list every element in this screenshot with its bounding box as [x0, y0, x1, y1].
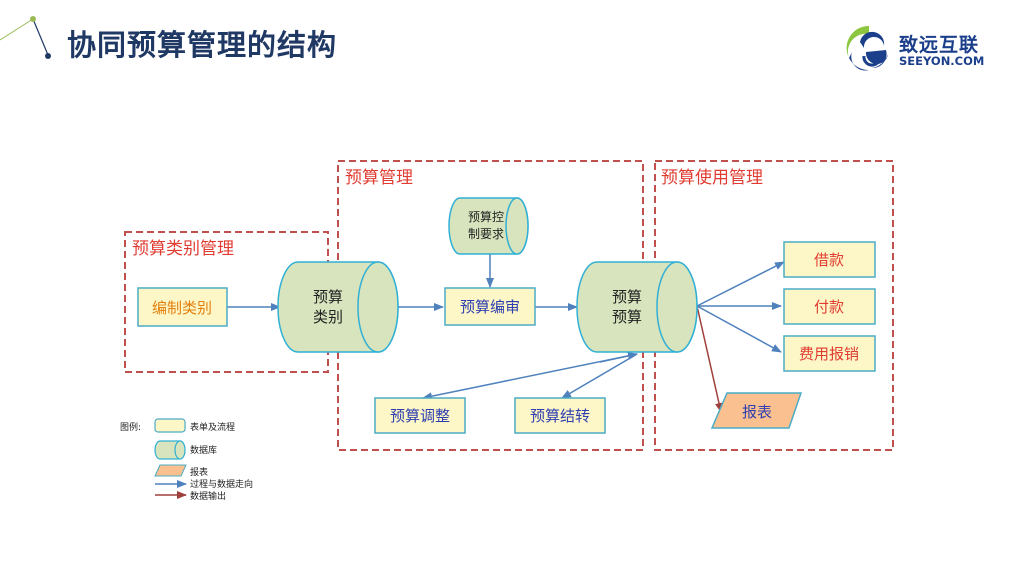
edit-category-box	[137, 287, 228, 327]
loan-label: 借款	[814, 251, 844, 269]
arrow-db-to-expense	[696, 305, 782, 353]
arrow-db-to-carryover	[561, 353, 638, 399]
loan-box	[783, 241, 876, 278]
category-mgmt-frame	[124, 231, 329, 373]
legend-flow-label: 过程与数据走向	[190, 478, 253, 490]
control-requirement-label-1: 预算控	[468, 209, 504, 224]
budget-db	[576, 261, 698, 353]
budget-db-label-2: 预算	[612, 308, 642, 326]
arrow-db-to-loan	[696, 261, 785, 307]
logo-name-cn: 致远互联	[899, 34, 980, 56]
legend-output-label: 数据输出	[190, 490, 226, 502]
budget-edit-label: 预算编审	[460, 298, 520, 316]
legend-report-swatch	[154, 464, 187, 477]
page-title: 协同预算管理的结构	[67, 28, 338, 62]
usage-mgmt-label: 预算使用管理	[661, 167, 763, 188]
report-label: 报表	[742, 403, 772, 421]
budget-category-db-label-1: 预算	[313, 288, 343, 306]
legend-form-label: 表单及流程	[190, 421, 235, 433]
corner-decoration	[0, 16, 51, 59]
legend-database-label: 数据库	[190, 444, 217, 456]
budget-edit-box	[444, 287, 536, 326]
arrow-db-to-report	[696, 305, 723, 413]
seeyon-logo-icon	[846, 25, 891, 71]
payment-label: 付款	[814, 298, 844, 316]
budget-mgmt-label: 预算管理	[345, 168, 413, 188]
payment-box	[783, 288, 876, 325]
report-shape	[710, 392, 803, 429]
budget-category-db-label-2: 类别	[313, 308, 343, 326]
legend: 图例: 表单及流程 数据库 报表 过程与数据走向 数据输出	[120, 418, 253, 502]
adjust-label: 预算调整	[390, 407, 450, 425]
arrow-adjust-to-db	[599, 351, 638, 363]
legend-title: 图例:	[120, 421, 141, 433]
legend-form-swatch	[154, 418, 186, 433]
edit-category-label: 编制类别	[152, 299, 212, 317]
category-mgmt-label: 预算类别管理	[132, 239, 234, 259]
carryover-box	[514, 397, 606, 434]
legend-report-label: 报表	[190, 466, 208, 478]
control-requirement-db	[448, 197, 529, 255]
carryover-label: 预算结转	[530, 407, 590, 425]
budget-db-label-1: 预算	[612, 288, 642, 306]
adjust-box	[374, 397, 466, 434]
control-requirement-label-2: 制要求	[468, 227, 504, 241]
logo-name-en: SEEYON.COM	[899, 54, 985, 68]
expense-box	[783, 335, 876, 372]
flow-arrows	[227, 253, 785, 401]
expense-label: 费用报销	[799, 345, 859, 363]
budget-category-db	[277, 261, 399, 353]
